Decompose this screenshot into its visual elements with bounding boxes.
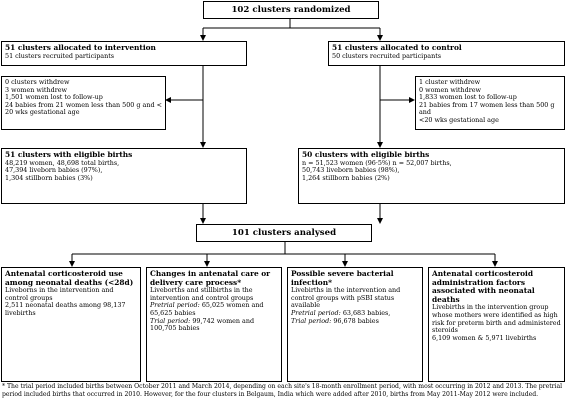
- withdrawal-line: 21 babies from 17 women less than 500 g …: [419, 100, 555, 117]
- analysed-box: 101 clusters analysed: [196, 224, 372, 242]
- control-allocation-box: 51 clusters allocated to control 50 clus…: [328, 41, 565, 66]
- outcome-box-steroid-factors: Antenatal corticosteroid administration …: [428, 267, 565, 382]
- withdrawal-line: <20 wks gestational age: [419, 115, 499, 124]
- control-eligible-title: 50 clusters with eligible births: [302, 150, 430, 159]
- intervention-withdrawals-box: 0 clusters withdrew 3 women withdrew 1,5…: [1, 76, 166, 130]
- eligible-line: 48,219 women, 48,698 total births,: [5, 158, 120, 167]
- outcome-title: Antenatal corticosteroid administration …: [432, 269, 535, 304]
- control-recruited: 50 clusters recruited participants: [332, 51, 442, 60]
- intervention-allocation-title: 51 clusters allocated to intervention: [5, 43, 156, 52]
- withdrawal-line: 0 women withdrew: [419, 85, 481, 94]
- outcome-title: Changes in antenatal care or delivery ca…: [150, 269, 271, 287]
- outcome-count: 2,511 neonatal deaths among 98,137 liveb…: [5, 301, 126, 317]
- withdrawal-line: 1 cluster withdrew: [419, 78, 481, 86]
- outcome-box-care-process: Changes in antenatal care or delivery ca…: [146, 267, 282, 382]
- eligible-line: 1,304 stillborn babies (3%): [5, 173, 93, 182]
- trial-label: Trial period:: [150, 316, 191, 325]
- outcome-population: Livebirths in the intervention group who…: [432, 303, 561, 335]
- outcome-trial: Trial period: 99,742 women and 100,705 b…: [150, 316, 278, 333]
- randomized-box: 102 clusters randomized: [203, 1, 379, 19]
- footnote: * The trial period included births betwe…: [2, 383, 564, 398]
- control-allocation-title: 51 clusters allocated to control: [332, 43, 462, 52]
- withdrawal-line: 3 women withdrew: [5, 85, 67, 94]
- trial-value: 99,742 women and 100,705 babies: [150, 316, 255, 333]
- outcome-box-psbi: Possible severe bacterial infection* Liv…: [287, 267, 423, 382]
- outcome-title: Antenatal corticosteroid use among neona…: [5, 269, 134, 287]
- outcome-population: Livebirths in the intervention and contr…: [291, 286, 401, 310]
- intervention-recruited: 51 clusters recruited participants: [5, 51, 115, 60]
- outcome-pretrial: Pretrial period: 63,683 babies,: [291, 308, 419, 318]
- pretrial-label: Pretrial period:: [150, 301, 200, 310]
- outcome-count: 6,109 women & 5,971 livebirths: [432, 333, 537, 342]
- outcome-pretrial: Pretrial period: 65,025 women and 65,625…: [150, 302, 278, 317]
- trial-value: 96,678 babies: [333, 316, 379, 325]
- outcome-population: Liveborns in the intervention and contro…: [5, 286, 114, 302]
- outcome-population: Liveborths and stillbirths in the interv…: [150, 286, 254, 302]
- outcome-title: Possible severe bacterial infection*: [291, 269, 394, 287]
- eligible-line: 47,394 liveborn babies (97%),: [5, 166, 103, 175]
- withdrawal-line: 1,501 women lost to follow-up: [5, 93, 103, 102]
- intervention-eligible-box: 51 clusters with eligible births 48,219 …: [1, 148, 247, 204]
- control-eligible-box: 50 clusters with eligible births n = 51,…: [298, 148, 565, 204]
- intervention-allocation-box: 51 clusters allocated to intervention 51…: [1, 41, 247, 66]
- pretrial-value: 63,683 babies,: [342, 308, 391, 317]
- eligible-line: 1,264 stillborn babies (2%): [302, 173, 390, 182]
- pretrial-label: Pretrial period:: [291, 308, 341, 317]
- withdrawal-line: 0 clusters withdrew: [5, 78, 70, 86]
- randomized-title: 102 clusters randomized: [231, 5, 351, 15]
- control-withdrawals-box: 1 cluster withdrew 0 women withdrew 1,83…: [415, 76, 565, 130]
- eligible-line: n = 51,523 women (96·5%) n = 52,007 birt…: [302, 158, 452, 167]
- withdrawal-line: 1,833 women lost to follow-up: [419, 93, 517, 102]
- withdrawal-line: 24 babies from 21 women less than 500 g …: [5, 100, 162, 109]
- trial-label: Trial period:: [291, 316, 332, 325]
- outcome-box-steroid-use: Antenatal corticosteroid use among neona…: [1, 267, 141, 382]
- eligible-line: 50,743 liveborn babies (98%),: [302, 166, 400, 175]
- pretrial-value: 65,025 women and 65,625 babies: [150, 301, 264, 317]
- footnote-text: * The trial period included births betwe…: [2, 383, 563, 398]
- intervention-eligible-title: 51 clusters with eligible births: [5, 150, 133, 159]
- analysed-title: 101 clusters analysed: [231, 228, 337, 238]
- withdrawal-line: 20 wks gestational age: [5, 108, 80, 117]
- outcome-trial: Trial period: 96,678 babies: [291, 316, 419, 326]
